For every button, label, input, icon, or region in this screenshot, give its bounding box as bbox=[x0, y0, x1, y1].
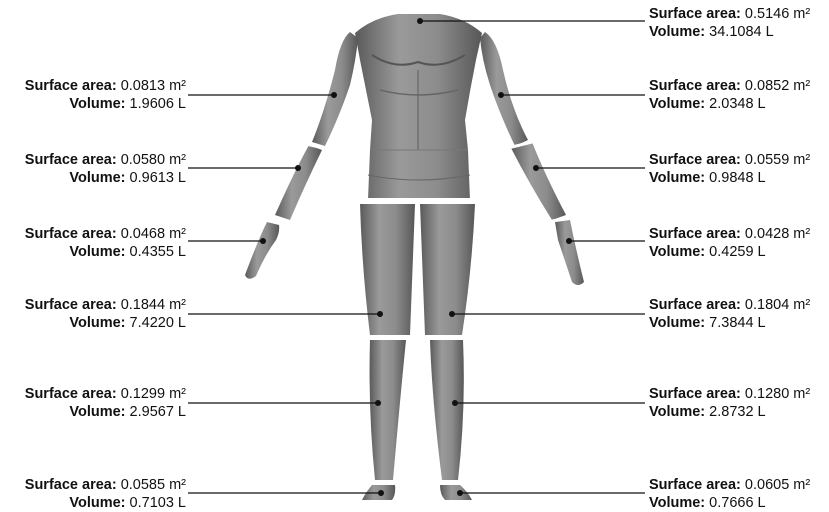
label-right-hand: Surface area: 0.0428 m² Volume: 0.4259 L bbox=[649, 225, 810, 261]
label-right-foot: Surface area: 0.0605 m² Volume: 0.7666 L bbox=[649, 476, 810, 512]
label-left-thigh: Surface area: 0.1844 m² Volume: 7.4220 L bbox=[25, 296, 186, 332]
right-arm-segments bbox=[480, 32, 584, 285]
label-right-forearm: Surface area: 0.0559 m² Volume: 0.9848 L bbox=[649, 151, 810, 187]
label-left-forearm: Surface area: 0.0580 m² Volume: 0.9613 L bbox=[25, 151, 186, 187]
label-torso: Surface area: 0.5146 m² Volume: 34.1084 … bbox=[649, 5, 810, 41]
label-left-hand: Surface area: 0.0468 m² Volume: 0.4355 L bbox=[25, 225, 186, 261]
label-right-thigh: Surface area: 0.1804 m² Volume: 7.3844 L bbox=[649, 296, 810, 332]
label-right-upper-arm: Surface area: 0.0852 m² Volume: 2.0348 L bbox=[649, 77, 810, 113]
torso-segment bbox=[355, 14, 482, 200]
legs-segments bbox=[360, 204, 475, 500]
label-left-lower-leg: Surface area: 0.1299 m² Volume: 2.9567 L bbox=[25, 385, 186, 421]
label-left-upper-arm: Surface area: 0.0813 m² Volume: 1.9606 L bbox=[25, 77, 186, 113]
label-left-foot: Surface area: 0.0585 m² Volume: 0.7103 L bbox=[25, 476, 186, 512]
label-right-lower-leg: Surface area: 0.1280 m² Volume: 2.8732 L bbox=[649, 385, 810, 421]
